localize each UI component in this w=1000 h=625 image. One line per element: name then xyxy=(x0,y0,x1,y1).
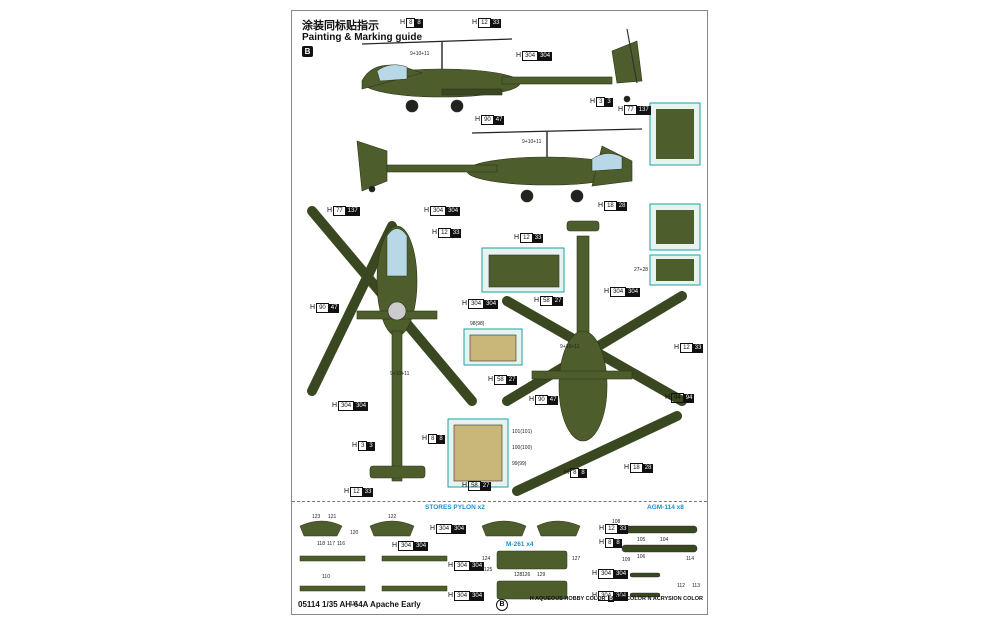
callout: 125 xyxy=(484,567,493,573)
callout: 121 xyxy=(328,514,337,520)
callout: 126 xyxy=(522,572,531,578)
callout: 118 xyxy=(317,541,325,547)
side-view-right xyxy=(356,140,633,203)
callout: 120 xyxy=(350,530,359,536)
legend-n-marker: N xyxy=(647,596,652,602)
callout: 106 xyxy=(637,554,646,560)
callout: 111 xyxy=(350,601,358,607)
callout: 9+10+11 xyxy=(560,344,580,350)
painting-guide-sheet: 涂装同标贴指示 Painting & Marking guide B xyxy=(291,10,708,615)
callout: 122 xyxy=(388,514,397,520)
callout: 129 xyxy=(537,572,546,578)
callout: 127 xyxy=(572,556,581,562)
callout: 104 xyxy=(660,537,669,543)
callout: 9+10+11 xyxy=(522,139,542,145)
stores-pylon-label: STORES PYLON x2 xyxy=(425,504,485,511)
callout: 105 xyxy=(637,537,646,543)
legend-acrysion: ACRYSION COLOR xyxy=(652,596,703,602)
legend-h-marker: H xyxy=(529,596,534,602)
title-english: Painting & Marking guide xyxy=(302,32,423,43)
legend-mr-color: Mr. COLOR xyxy=(616,596,646,602)
side1-rotor xyxy=(361,38,513,45)
callout: 110 xyxy=(322,574,330,580)
callout: 114 xyxy=(686,556,694,562)
callout: 123 xyxy=(312,514,321,520)
callout: 27+28 xyxy=(634,267,649,273)
page-badge: B xyxy=(496,599,508,611)
footer-title: 05114 1/35 AH-64A Apache Early xyxy=(298,600,421,609)
section-badge: B xyxy=(302,46,313,57)
agm114-missiles xyxy=(621,525,698,598)
section-divider xyxy=(292,501,707,502)
callout: 109 xyxy=(622,557,631,563)
callout: 99(99) xyxy=(512,461,527,467)
stores-pylons xyxy=(299,520,581,600)
callout: 116 xyxy=(337,541,345,547)
callout: 124 xyxy=(482,556,491,562)
callout: 115 xyxy=(618,593,626,599)
callout: 98(98) xyxy=(470,321,485,327)
callout: 101(101) xyxy=(512,429,533,435)
callout: 100(100) xyxy=(512,445,533,451)
m261-label: M-261 x4 xyxy=(506,541,534,548)
agm114-label: AGM-114 x8 xyxy=(647,504,684,511)
callout: 113 xyxy=(692,583,700,589)
helicopter-illustrations xyxy=(299,28,701,600)
callout: 108 xyxy=(612,519,621,525)
callout: 9+10+11 xyxy=(410,51,430,57)
legend-mr-color-marker: B xyxy=(608,596,615,602)
title-chinese: 涂装同标贴指示 xyxy=(302,19,379,32)
color-legend: H AQUEOUS HOBBY COLOR B Mr. COLOR N ACRY… xyxy=(530,596,703,602)
callout: 112 xyxy=(677,583,685,589)
callout: 128 xyxy=(514,572,523,578)
bottom-view xyxy=(502,220,687,496)
callout: 9+10+11 xyxy=(390,371,410,377)
callout: 117 xyxy=(327,541,335,547)
side1-canopy xyxy=(376,64,408,82)
legend-aqueous: AQUEOUS HOBBY COLOR xyxy=(535,596,606,602)
